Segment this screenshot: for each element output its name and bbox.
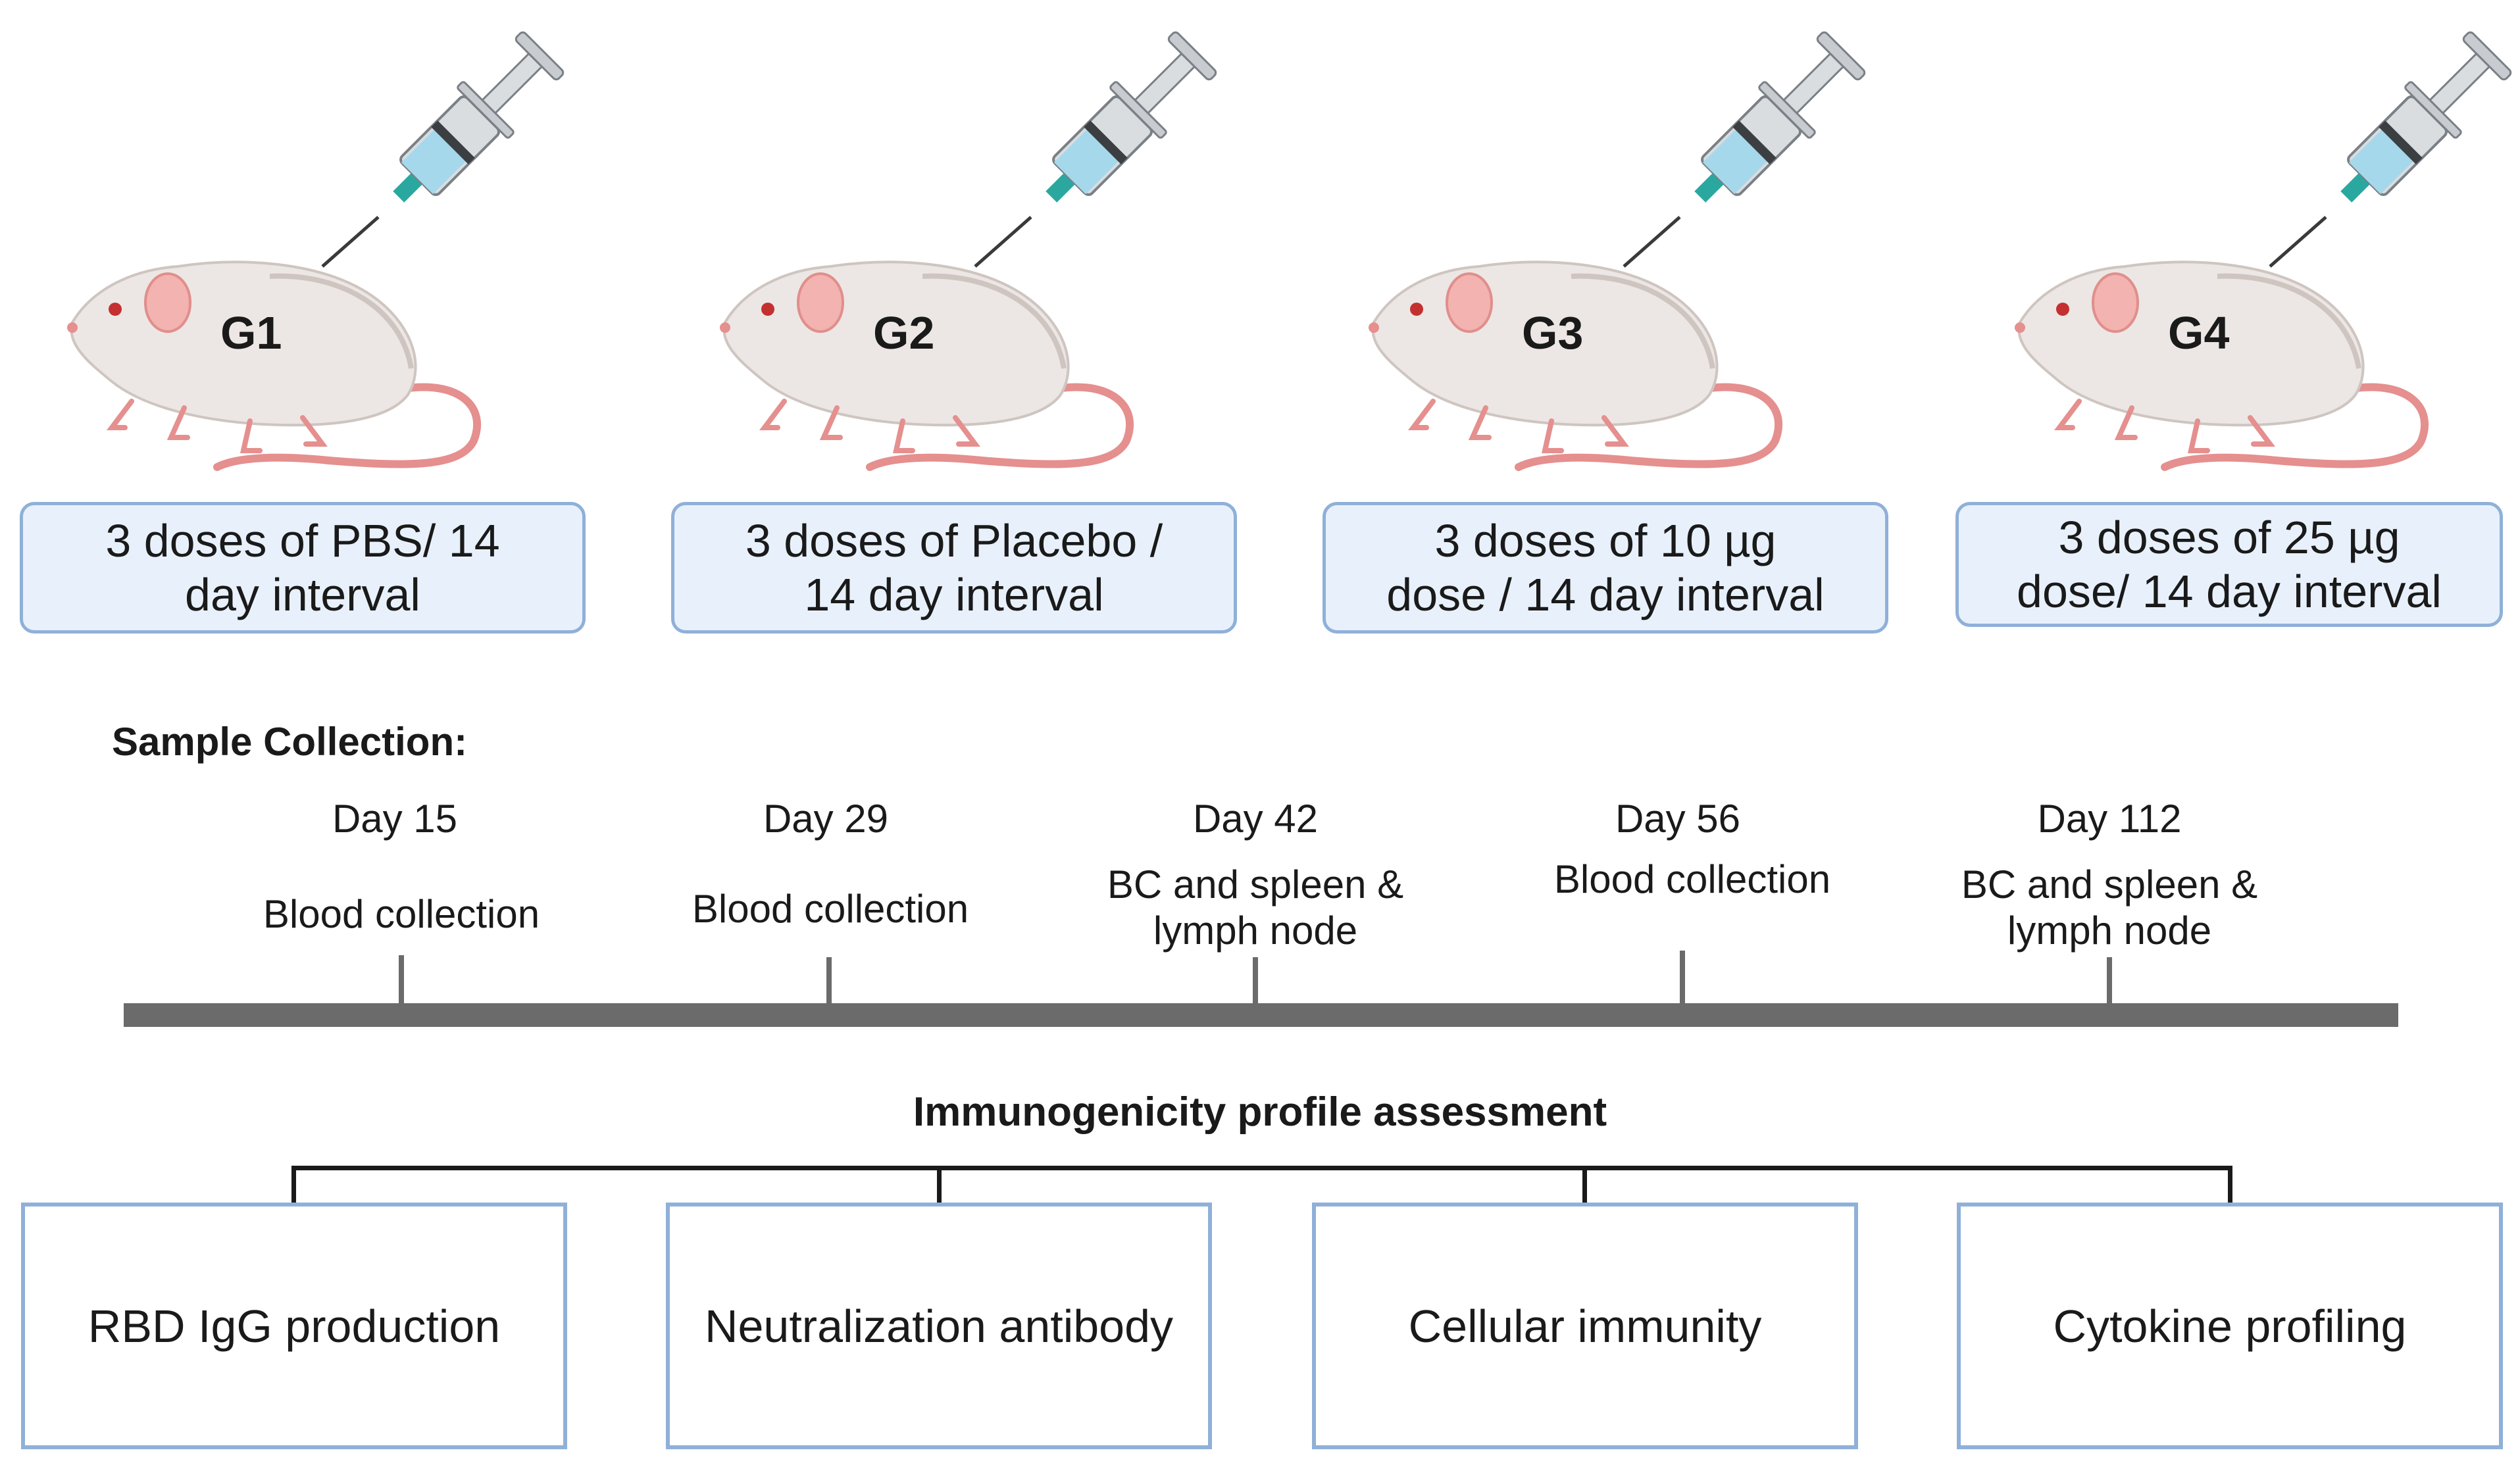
timeline-day-label: Day 15 xyxy=(332,797,458,841)
timeline-bar xyxy=(124,1003,2398,1027)
mouse-icon: G2 xyxy=(720,31,1217,471)
timeline-tick xyxy=(2107,957,2112,1004)
timeline-tick xyxy=(1680,951,1685,1004)
bracket-connector xyxy=(291,1166,296,1204)
mouse-group-1: G1 xyxy=(53,13,579,474)
timeline-day-label: Day 56 xyxy=(1615,797,1741,841)
assessment-box-neutralization: Neutralization antibody xyxy=(666,1203,1212,1449)
timeline-event-label: Blood collection xyxy=(692,887,969,931)
assessment-label: Neutralization antibody xyxy=(704,1300,1174,1352)
timeline-day-label: Day 29 xyxy=(763,797,889,841)
timeline-day-label: Day 42 xyxy=(1192,797,1319,841)
sample-collection-title: Sample Collection: xyxy=(112,720,468,764)
timeline-event-label: BC and spleen & lymph node xyxy=(1961,862,2258,953)
syringe-icon xyxy=(1623,31,1866,268)
mouse-group-4: G4 xyxy=(2000,13,2520,474)
syringe-icon xyxy=(974,31,1217,268)
mouse-body: G4 xyxy=(2015,261,2429,471)
mouse-icon: G1 xyxy=(67,31,565,471)
assessment-box-cytokine: Cytokine profiling xyxy=(1957,1203,2503,1449)
dose-box-g4: 3 doses of 25 µg dose/ 14 day interval xyxy=(1955,502,2503,627)
mouse-icon: G4 xyxy=(2015,31,2512,471)
group-label: G4 xyxy=(2168,307,2229,359)
timeline-day-label: Day 112 xyxy=(2037,797,2182,841)
group-label: G3 xyxy=(1522,307,1583,359)
assessment-title: Immunogenicity profile assessment xyxy=(913,1089,1607,1135)
mouse-body: G1 xyxy=(67,261,481,471)
group-label: G1 xyxy=(220,307,282,359)
timeline-event-label: Blood collection xyxy=(263,892,540,936)
timeline-tick xyxy=(399,955,404,1004)
mouse-group-2: G2 xyxy=(705,13,1232,474)
dose-text: 3 doses of 25 µg dose/ 14 day interval xyxy=(2017,512,2442,617)
dose-text: 3 doses of 10 µg dose / 14 day interval xyxy=(1386,515,1825,620)
assessment-label: Cytokine profiling xyxy=(2053,1300,2407,1352)
mouse-group-3: G3 xyxy=(1354,13,1880,474)
bracket-connector xyxy=(2228,1166,2232,1204)
bracket-line xyxy=(291,1166,2231,1170)
mouse-body: G3 xyxy=(1369,261,1782,471)
syringe-icon xyxy=(321,31,565,268)
dose-box-g1: 3 doses of PBS/ 14 day interval xyxy=(20,502,586,634)
mouse-icon: G3 xyxy=(1369,31,1866,471)
assessment-box-rbd-igg: RBD IgG production xyxy=(21,1203,567,1449)
dose-text: 3 doses of PBS/ 14 day interval xyxy=(105,515,500,620)
dose-text: 3 doses of Placebo / 14 day interval xyxy=(745,515,1163,620)
group-label: G2 xyxy=(873,307,934,359)
bracket-connector xyxy=(1582,1166,1587,1204)
timeline-tick xyxy=(1253,957,1258,1004)
assessment-label: Cellular immunity xyxy=(1408,1300,1762,1352)
dose-box-g3: 3 doses of 10 µg dose / 14 day interval xyxy=(1323,502,1888,634)
assessment-box-cellular: Cellular immunity xyxy=(1312,1203,1858,1449)
syringe-icon xyxy=(2269,31,2512,268)
timeline-event-label: Blood collection xyxy=(1553,857,1831,901)
timeline-event-label: BC and spleen & lymph node xyxy=(1107,862,1404,953)
timeline-tick xyxy=(826,957,832,1004)
bracket-connector xyxy=(937,1166,942,1204)
dose-box-g2: 3 doses of Placebo / 14 day interval xyxy=(671,502,1237,634)
assessment-label: RBD IgG production xyxy=(88,1300,501,1352)
mouse-body: G2 xyxy=(720,261,1134,471)
